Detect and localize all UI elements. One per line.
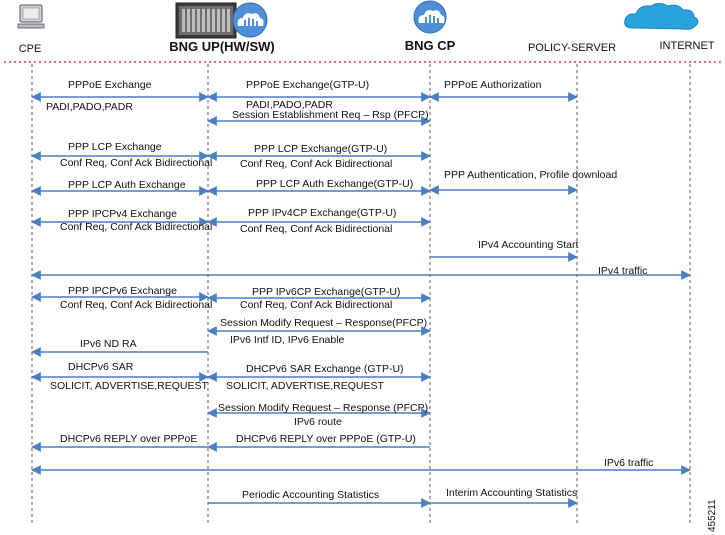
message-label: IPv6 traffic	[604, 457, 653, 469]
message: PPPoE Exchange PADI,PADO,PADR	[31, 79, 209, 113]
message-label: IPv6 Intf ID, IPv6 Enable	[230, 334, 345, 346]
message-label: Conf Req, Conf Ack Bidirectional	[60, 221, 212, 233]
message: PPP LCP Auth Exchange(GTP-U)	[207, 178, 431, 196]
message-label: Session Establishment Req – Rsp (PFCP)	[232, 109, 429, 121]
message: Periodic Accounting Statistics	[208, 489, 431, 508]
message-label: PADI,PADO,PADR	[46, 101, 133, 113]
participant-label-cpe: CPE	[19, 43, 42, 55]
message-label: Periodic Accounting Statistics	[242, 489, 379, 501]
message: DHCPv6 SAR Exchange (GTP-U) SOLICIT, ADV…	[207, 363, 431, 392]
participant-label-bng-cp: BNG CP	[405, 38, 456, 53]
message-label: DHCPv6 REPLY over PPPoE	[60, 433, 197, 445]
message-label: Conf Req, Conf Ack Bidirectional	[240, 299, 392, 311]
message: Session Establishment Req – Rsp (PFCP)	[207, 109, 431, 126]
message: PPP IPCPv6 Exchange Conf Req, Conf Ack B…	[31, 285, 212, 311]
message-label: Conf Req, Conf Ack Bidirectional	[240, 158, 392, 170]
message-label: PPP Authentication, Profile download	[444, 169, 617, 181]
message-label: PADI,PADO,PADR	[246, 99, 333, 111]
message-label: PPP IPCPv4 Exchange	[68, 208, 177, 220]
message-label: IPv4 traffic	[598, 265, 647, 277]
message-label: Conf Req, Conf Ack Bidirectional	[240, 223, 392, 235]
participant-label-internet: INTERNET	[660, 40, 715, 52]
message: IPv4 Accounting Start	[430, 239, 578, 262]
message-label: SOLICIT, ADVERTISE,REQUEST	[226, 380, 385, 392]
message-label: IPv6 ND RA	[80, 338, 137, 350]
message-label: PPP LCP Auth Exchange(GTP-U)	[256, 178, 413, 190]
message: Interim Accounting Statistics	[430, 487, 578, 508]
message: PPP LCP Exchange(GTP-U) Conf Req, Conf A…	[207, 143, 431, 170]
message: Session Modify Request – Response (PFCP)…	[207, 402, 431, 428]
message-label: DHCPv6 REPLY over PPPoE (GTP-U)	[236, 433, 416, 445]
message: DHCPv6 REPLY over PPPoE	[31, 433, 208, 452]
router-chassis-icon	[175, 2, 237, 39]
message: IPv6 traffic	[31, 457, 691, 475]
message: PPP IPv6CP Exchange(GTP-U) Conf Req, Con…	[207, 286, 431, 311]
message: IPv6 ND RA	[31, 338, 208, 357]
message-label: Session Modify Request – Response (PFCP)	[218, 402, 428, 414]
cloud-icon	[624, 3, 699, 30]
message: PPP LCP Exchange Conf Req, Conf Ack Bidi…	[31, 141, 212, 169]
message-label: PPP LCP Exchange(GTP-U)	[254, 143, 387, 155]
message: PPPoE Exchange(GTP-U) PADI,PADO,PADR	[207, 79, 431, 111]
message-label: DHCPv6 SAR	[68, 361, 134, 373]
message-label: Conf Req, Conf Ack Bidirectional	[60, 157, 212, 169]
message-label: PPPoE Authorization	[444, 79, 542, 91]
message-label: DHCPv6 SAR Exchange (GTP-U)	[246, 363, 404, 375]
message-label: Interim Accounting Statistics	[446, 487, 577, 499]
message: PPP LCP Auth Exchange	[31, 179, 209, 196]
message-label: PPP LCP Auth Exchange	[68, 179, 186, 191]
message-label: PPP IPCPv6 Exchange	[68, 285, 177, 297]
participant-label-bng-up: BNG UP(HW/SW)	[169, 39, 274, 54]
message: PPPoE Authorization	[429, 79, 578, 102]
message-label: IPv4 Accounting Start	[478, 239, 578, 251]
message-label: PPPoE Exchange(GTP-U)	[246, 79, 369, 91]
message-label: IPv6 route	[294, 416, 342, 428]
message: Session Modify Request – Response(PFCP) …	[207, 317, 431, 346]
message: DHCPv6 REPLY over PPPoE (GTP-U)	[207, 433, 430, 452]
computer-icon	[17, 4, 45, 29]
message-label: Conf Req, Conf Ack Bidirectional	[60, 299, 212, 311]
message-label: Session Modify Request – Response(PFCP)	[220, 317, 427, 329]
participant-label-policy-server: POLICY-SERVER	[528, 42, 616, 54]
message: PPP IPCPv4 Exchange Conf Req, Conf Ack B…	[31, 208, 212, 233]
message-label: SOLICIT, ADVERTISE,REQUEST	[50, 380, 209, 392]
message-label: PPP IPv6CP Exchange(GTP-U)	[252, 286, 400, 298]
message-label: PPPoE Exchange	[68, 79, 152, 91]
message-label: PPP IPv4CP Exchange(GTP-U)	[248, 207, 396, 219]
message-label: PPP LCP Exchange	[68, 141, 162, 153]
message: PPP Authentication, Profile download	[429, 169, 617, 195]
cloud-badge-icon	[232, 2, 268, 38]
cloud-badge-icon	[413, 0, 447, 34]
message: DHCPv6 SAR SOLICIT, ADVERTISE,REQUEST	[31, 361, 209, 392]
message: PPP IPv4CP Exchange(GTP-U) Conf Req, Con…	[207, 207, 431, 235]
figure-number: 455211	[707, 499, 718, 532]
message: IPv4 traffic	[31, 265, 691, 280]
